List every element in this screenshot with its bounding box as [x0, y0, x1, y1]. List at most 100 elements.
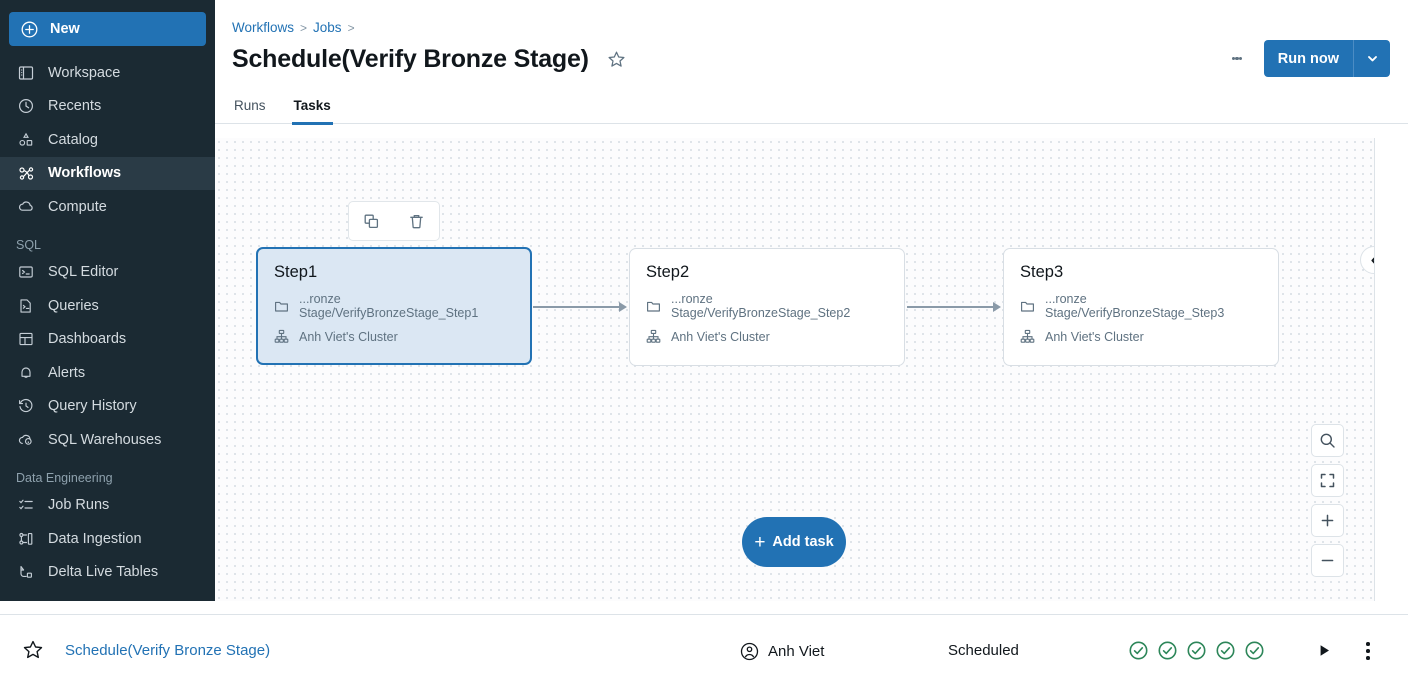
sidebar-item-label: Delta Live Tables — [48, 564, 159, 581]
user-circle-icon — [740, 642, 759, 661]
task-graph-canvas[interactable]: Step1 ...ronze Stage/VerifyBronzeStage_S… — [215, 138, 1375, 601]
add-task-label: Add task — [772, 534, 834, 550]
plus-circle-icon — [21, 21, 38, 38]
sidebar-item-dashboards[interactable]: Dashboards — [0, 323, 215, 357]
sidebar-item-label: SQL Warehouses — [48, 431, 162, 448]
task-node-path-text: ...ronze Stage/VerifyBronzeStage_Step3 — [1045, 292, 1225, 320]
run-now-button[interactable]: Run now — [1263, 40, 1390, 77]
sidebar-item-label: Query History — [48, 398, 137, 415]
run-status-success-icon[interactable] — [1128, 640, 1149, 666]
task-node-step2[interactable]: Step2 ...ronze Stage/VerifyBronzeStage_S… — [629, 248, 905, 366]
workspace-icon — [16, 65, 36, 81]
breadcrumb-separator-icon: > — [347, 20, 355, 35]
job-runs-icon — [16, 497, 36, 513]
sidebar-item-label: Job Runs — [48, 497, 110, 514]
sidebar-item-label: Workspace — [48, 64, 121, 81]
clock-icon — [16, 98, 36, 114]
job-summary-bar: Schedule(Verify Bronze Stage) Anh Viet S… — [0, 614, 1408, 685]
page-title: Schedule(Verify Bronze Stage) — [232, 44, 589, 73]
sidebar-item-alerts[interactable]: Alerts — [0, 356, 215, 390]
sidebar-item-label: Catalog — [48, 131, 98, 148]
folder-icon — [274, 299, 290, 314]
new-button-label: New — [50, 21, 80, 37]
run-status-success-icon[interactable] — [1157, 640, 1178, 666]
queries-icon — [16, 298, 36, 314]
run-status-success-icon[interactable] — [1215, 640, 1236, 666]
task-node-step1[interactable]: Step1 ...ronze Stage/VerifyBronzeStage_S… — [256, 247, 532, 365]
history-icon — [16, 398, 36, 414]
breadcrumb-jobs[interactable]: Jobs — [313, 20, 342, 35]
sidebar-item-workspace[interactable]: Workspace — [0, 56, 215, 90]
sidebar-section-sql: SQL — [16, 237, 42, 252]
sidebar-item-data-ingestion[interactable]: Data Ingestion — [0, 522, 215, 556]
task-node-title: Step1 — [274, 263, 318, 281]
breadcrumb: Workflows > Jobs > — [215, 0, 1408, 35]
catalog-icon — [16, 132, 36, 148]
task-node-path: ...ronze Stage/VerifyBronzeStage_Step2 — [646, 292, 888, 320]
tab-runs[interactable]: Runs — [234, 98, 266, 113]
job-owner: Anh Viet — [740, 642, 824, 661]
task-node-cluster: Anh Viet's Cluster — [646, 329, 888, 344]
task-node-cluster-text: Anh Viet's Cluster — [299, 329, 398, 344]
breadcrumb-workflows[interactable]: Workflows — [232, 20, 295, 35]
sidebar-item-delta-live-tables[interactable]: Delta Live Tables — [0, 556, 215, 590]
search-icon[interactable] — [1311, 424, 1344, 457]
sidebar-item-query-history[interactable]: Query History — [0, 390, 215, 424]
kebab-menu-icon[interactable] — [1222, 42, 1252, 76]
breadcrumb-separator-icon: > — [300, 20, 308, 35]
folder-icon — [646, 299, 662, 314]
recent-runs — [1128, 640, 1265, 666]
task-node-title: Step3 — [1020, 263, 1064, 281]
task-node-title: Step2 — [646, 263, 690, 281]
chevron-left-icon[interactable] — [1360, 246, 1374, 274]
task-node-cluster-text: Anh Viet's Cluster — [671, 329, 770, 344]
connector-step1-step2 — [533, 306, 620, 308]
star-outline-icon[interactable] — [607, 50, 626, 69]
run-status-success-icon[interactable] — [1186, 640, 1207, 666]
task-node-cluster-text: Anh Viet's Cluster — [1045, 329, 1144, 344]
task-node-step3[interactable]: Step3 ...ronze Stage/VerifyBronzeStage_S… — [1003, 248, 1279, 366]
sidebar-item-job-runs[interactable]: Job Runs — [0, 489, 215, 523]
dashboards-icon — [16, 331, 36, 347]
trash-icon[interactable] — [405, 210, 428, 233]
job-owner-name: Anh Viet — [768, 643, 825, 660]
sidebar: New Workspace Recents — [0, 0, 215, 601]
new-button[interactable]: New — [9, 12, 206, 46]
task-node-path-text: ...ronze Stage/VerifyBronzeStage_Step2 — [671, 292, 851, 320]
header-actions: Run now — [1222, 40, 1390, 77]
sidebar-item-label: Workflows — [48, 165, 122, 182]
copy-icon[interactable] — [360, 210, 383, 233]
run-status-success-icon[interactable] — [1244, 640, 1265, 666]
zoom-in-icon[interactable] — [1311, 504, 1344, 537]
arrow-head-icon — [993, 302, 1001, 312]
kebab-menu-icon[interactable] — [1360, 639, 1376, 663]
sql-editor-icon — [16, 264, 36, 280]
sidebar-item-compute[interactable]: Compute — [0, 190, 215, 224]
plus-icon: + — [754, 531, 766, 553]
delta-live-tables-icon — [16, 564, 36, 580]
sidebar-item-workflows[interactable]: Workflows — [0, 156, 215, 190]
tab-tasks[interactable]: Tasks — [291, 98, 333, 125]
job-summary-row: Schedule(Verify Bronze Stage) Anh Viet S… — [0, 615, 1408, 685]
sidebar-item-sql-editor[interactable]: SQL Editor — [0, 256, 215, 290]
bell-icon — [16, 365, 36, 381]
cluster-icon — [1020, 329, 1036, 344]
sidebar-item-catalog[interactable]: Catalog — [0, 123, 215, 157]
task-node-cluster: Anh Viet's Cluster — [274, 329, 514, 344]
run-now-label: Run now — [1277, 50, 1339, 67]
zoom-out-icon[interactable] — [1311, 544, 1344, 577]
sidebar-item-label: Queries — [48, 297, 99, 314]
add-task-button[interactable]: + Add task — [742, 517, 846, 567]
star-outline-icon[interactable] — [22, 639, 44, 661]
chevron-down-icon[interactable] — [1354, 40, 1390, 77]
warehouse-icon — [16, 431, 36, 448]
sidebar-item-sql-warehouses[interactable]: SQL Warehouses — [0, 423, 215, 457]
fit-screen-icon[interactable] — [1311, 464, 1344, 497]
play-icon[interactable] — [1317, 643, 1332, 658]
sidebar-item-queries[interactable]: Queries — [0, 289, 215, 323]
sidebar-item-recents[interactable]: Recents — [0, 90, 215, 124]
arrow-head-icon — [619, 302, 627, 312]
job-name-link[interactable]: Schedule(Verify Bronze Stage) — [65, 642, 271, 659]
main-content: Workflows > Jobs > Schedule(Verify Bronz… — [215, 0, 1408, 601]
